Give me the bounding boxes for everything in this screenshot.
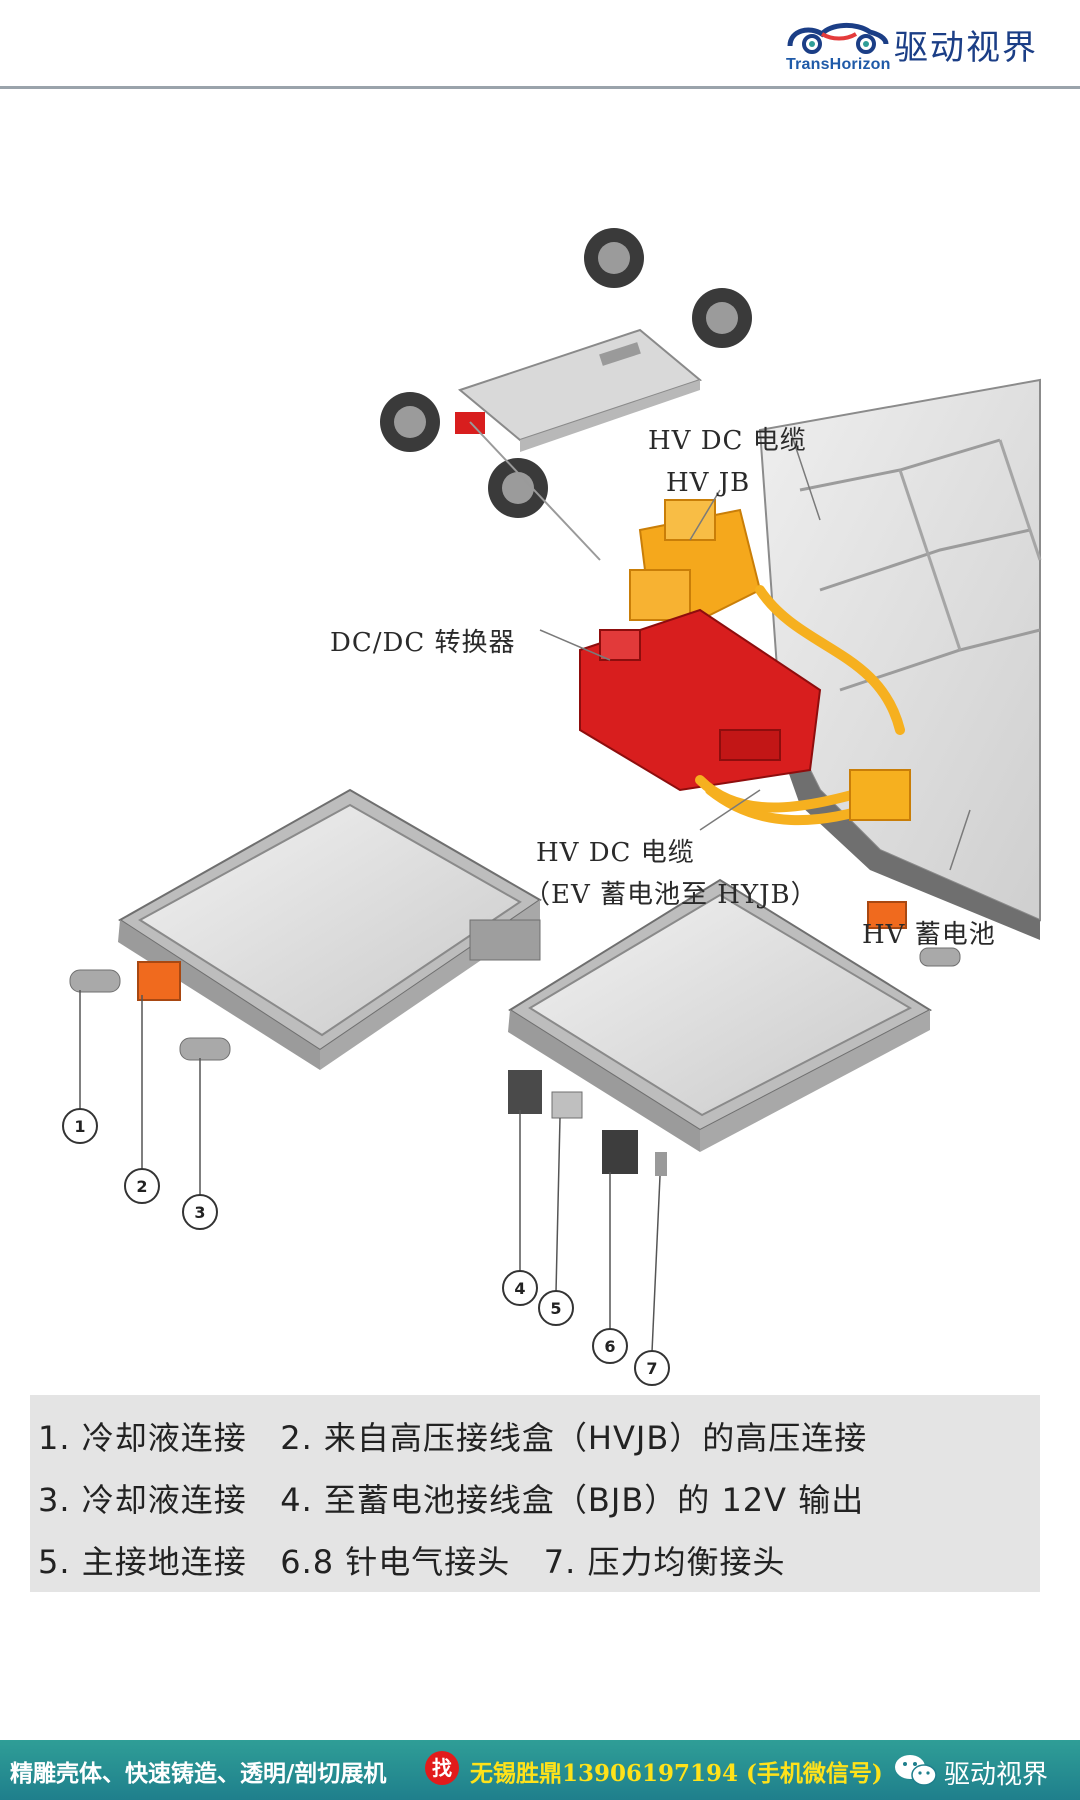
dcdc-converter-figure: HV DC 电缆 HV JB DC/DC 转换器 HV DC 电缆 （EV 蓄电…: [0, 90, 1080, 1390]
callout-5: 5: [538, 1290, 574, 1326]
svg-text:7: 7: [646, 1359, 657, 1378]
callout-2: 2: [124, 1168, 160, 1204]
label-hv-dc-cable-bottom: HV DC 电缆: [536, 838, 695, 868]
label-hv-dc-cable-top: HV DC 电缆: [648, 426, 807, 456]
find-badge: 找: [425, 1751, 459, 1785]
svg-text:5: 5: [550, 1299, 561, 1318]
footer-contact: 无锡胜鼎13906197194 (手机微信号): [470, 1760, 883, 1787]
vehicle-chassis: [380, 228, 752, 561]
callout-markers: 1 2 3 4 5 6 7: [62, 1108, 670, 1386]
callout-3: 3: [182, 1194, 218, 1230]
figure-illustration: [69, 228, 1042, 1353]
car-swirl-logo-icon: [787, 23, 889, 54]
label-hv-dc-cable-note: （EV 蓄电池至 HYJB）: [524, 880, 818, 910]
callout-4: 4: [502, 1270, 538, 1306]
legend-line-2: 3. 冷却液连接 4. 至蓄电池接线盒（BJB）的 12V 输出: [38, 1481, 865, 1519]
legend-line-3: 5. 主接地连接 6.8 针电气接头 7. 压力均衡接头: [38, 1543, 786, 1581]
svg-text:2: 2: [136, 1177, 147, 1196]
label-dcdc-converter: DC/DC 转换器: [330, 628, 516, 658]
footer-promo-text: 精雕壳体、快速铸造、透明/剖切展机: [10, 1760, 387, 1787]
leader-lines: [539, 429, 971, 871]
dcdc-converter-red: [579, 608, 822, 792]
footer-banner[interactable]: 精雕壳体、快速铸造、透明/剖切展机 找 无锡胜鼎13906197194 (手机微…: [0, 1740, 1080, 1800]
svg-text:1: 1: [74, 1117, 85, 1136]
callout-7: 7: [634, 1350, 670, 1386]
label-hv-jb: HV JB: [666, 468, 751, 498]
header-bar: TransHorizon 驱动视界: [0, 0, 1080, 89]
component-legend: 1. 冷却液连接 2. 来自高压接线盒（HVJB）的高压连接 3. 冷却液连接 …: [30, 1395, 1040, 1592]
legend-line-1: 1. 冷却液连接 2. 来自高压接线盒（HVJB）的高压连接: [38, 1419, 868, 1457]
cable-connector: [849, 769, 911, 821]
svg-text:6: 6: [604, 1337, 615, 1356]
converter-unit-right: [508, 878, 961, 1176]
svg-text:4: 4: [514, 1279, 525, 1298]
converter-unit-left: [69, 788, 542, 1070]
wechat-icon: [895, 1755, 937, 1786]
callout-6: 6: [592, 1328, 628, 1364]
callout-1: 1: [62, 1108, 98, 1144]
svg-text:3: 3: [194, 1203, 205, 1222]
brand-logo[interactable]: TransHorizon 驱动视界: [786, 14, 1056, 76]
logo-subtitle: TransHorizon: [786, 56, 891, 73]
hv-battery-pack: [758, 378, 1042, 940]
label-hv-battery: HV 蓄电池: [862, 920, 996, 950]
logo-name: 驱动视界: [894, 28, 1038, 68]
callout-lines: [79, 990, 661, 1353]
footer-account-name: 驱动视界: [944, 1760, 1049, 1790]
